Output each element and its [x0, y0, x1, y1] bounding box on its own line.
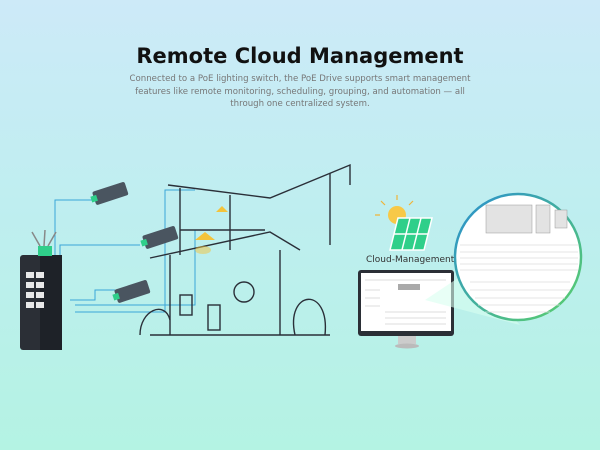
- lamp-icons: [195, 206, 228, 254]
- monitor-icon: [358, 270, 454, 349]
- solar-panel-icon: [375, 195, 433, 251]
- poe-drive-icons: [90, 182, 179, 303]
- house-illustration: [139, 163, 351, 336]
- page-title: Remote Cloud Management: [136, 44, 464, 68]
- cloud-management-label: Cloud-Management: [366, 255, 455, 265]
- dashboard-zoom-circle: [425, 192, 583, 325]
- page-description: Connected to a PoE lighting switch, the …: [129, 74, 471, 109]
- poe-switch-icon: [20, 229, 62, 350]
